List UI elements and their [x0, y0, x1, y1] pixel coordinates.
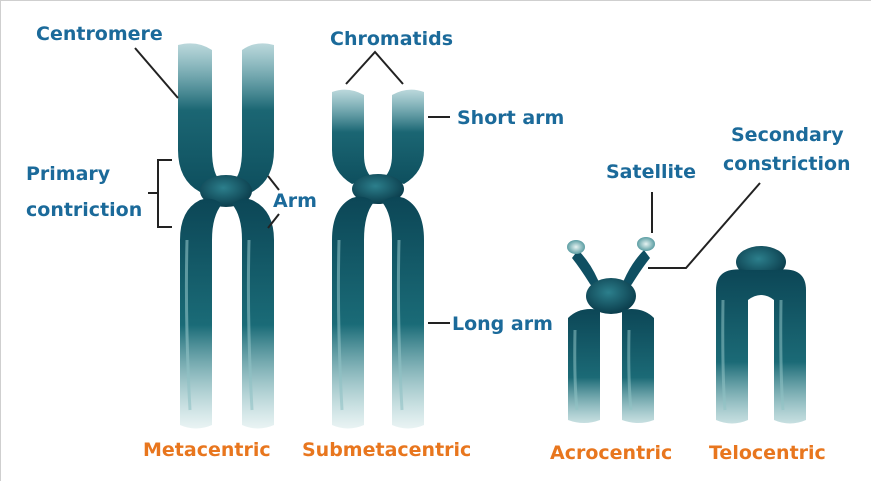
submetacentric-chromosome	[332, 90, 424, 429]
type-metacentric: Metacentric	[143, 439, 271, 461]
submetacentric-upper-arm-right	[384, 90, 424, 184]
acrocentric-centromere	[586, 278, 636, 314]
arm-leader-upper	[268, 176, 279, 190]
label-primary-constriction-line1: Primary	[26, 163, 111, 185]
acrocentric-arm-left	[568, 309, 600, 423]
label-secondary-constriction-line1: Secondary	[731, 124, 844, 146]
acrocentric-satellite-left	[567, 240, 585, 254]
label-chromatids: Chromatids	[330, 28, 453, 50]
submetacentric-lower-arm-right	[382, 197, 424, 429]
label-satellite: Satellite	[606, 161, 696, 183]
metacentric-chromosome	[178, 43, 274, 428]
label-short-arm: Short arm	[457, 107, 564, 129]
label-long-arm: Long arm	[452, 313, 553, 335]
acrocentric-chromosome	[567, 237, 655, 423]
centromere-leader	[135, 48, 178, 98]
chromatids-leader	[346, 52, 403, 84]
primary-constriction-bracket	[158, 160, 172, 227]
telocentric-chromosome	[716, 246, 806, 424]
acrocentric-satellite-right	[637, 237, 655, 251]
label-secondary-constriction-line2: constriction	[723, 153, 851, 175]
metacentric-lower-arm-right	[232, 199, 274, 429]
metacentric-upper-arm-right	[232, 43, 274, 192]
label-centromere: Centromere	[36, 23, 163, 45]
type-submetacentric: Submetacentric	[302, 439, 471, 461]
submetacentric-upper-arm-left	[332, 90, 372, 184]
acrocentric-arm-right	[622, 309, 654, 423]
metacentric-upper-arm-left	[178, 43, 222, 192]
label-arm: Arm	[273, 190, 317, 212]
label-primary-constriction-line2: contriction	[26, 199, 142, 221]
telocentric-arms	[716, 269, 806, 423]
type-acrocentric: Acrocentric	[550, 442, 672, 464]
type-telocentric: Telocentric	[709, 442, 826, 464]
